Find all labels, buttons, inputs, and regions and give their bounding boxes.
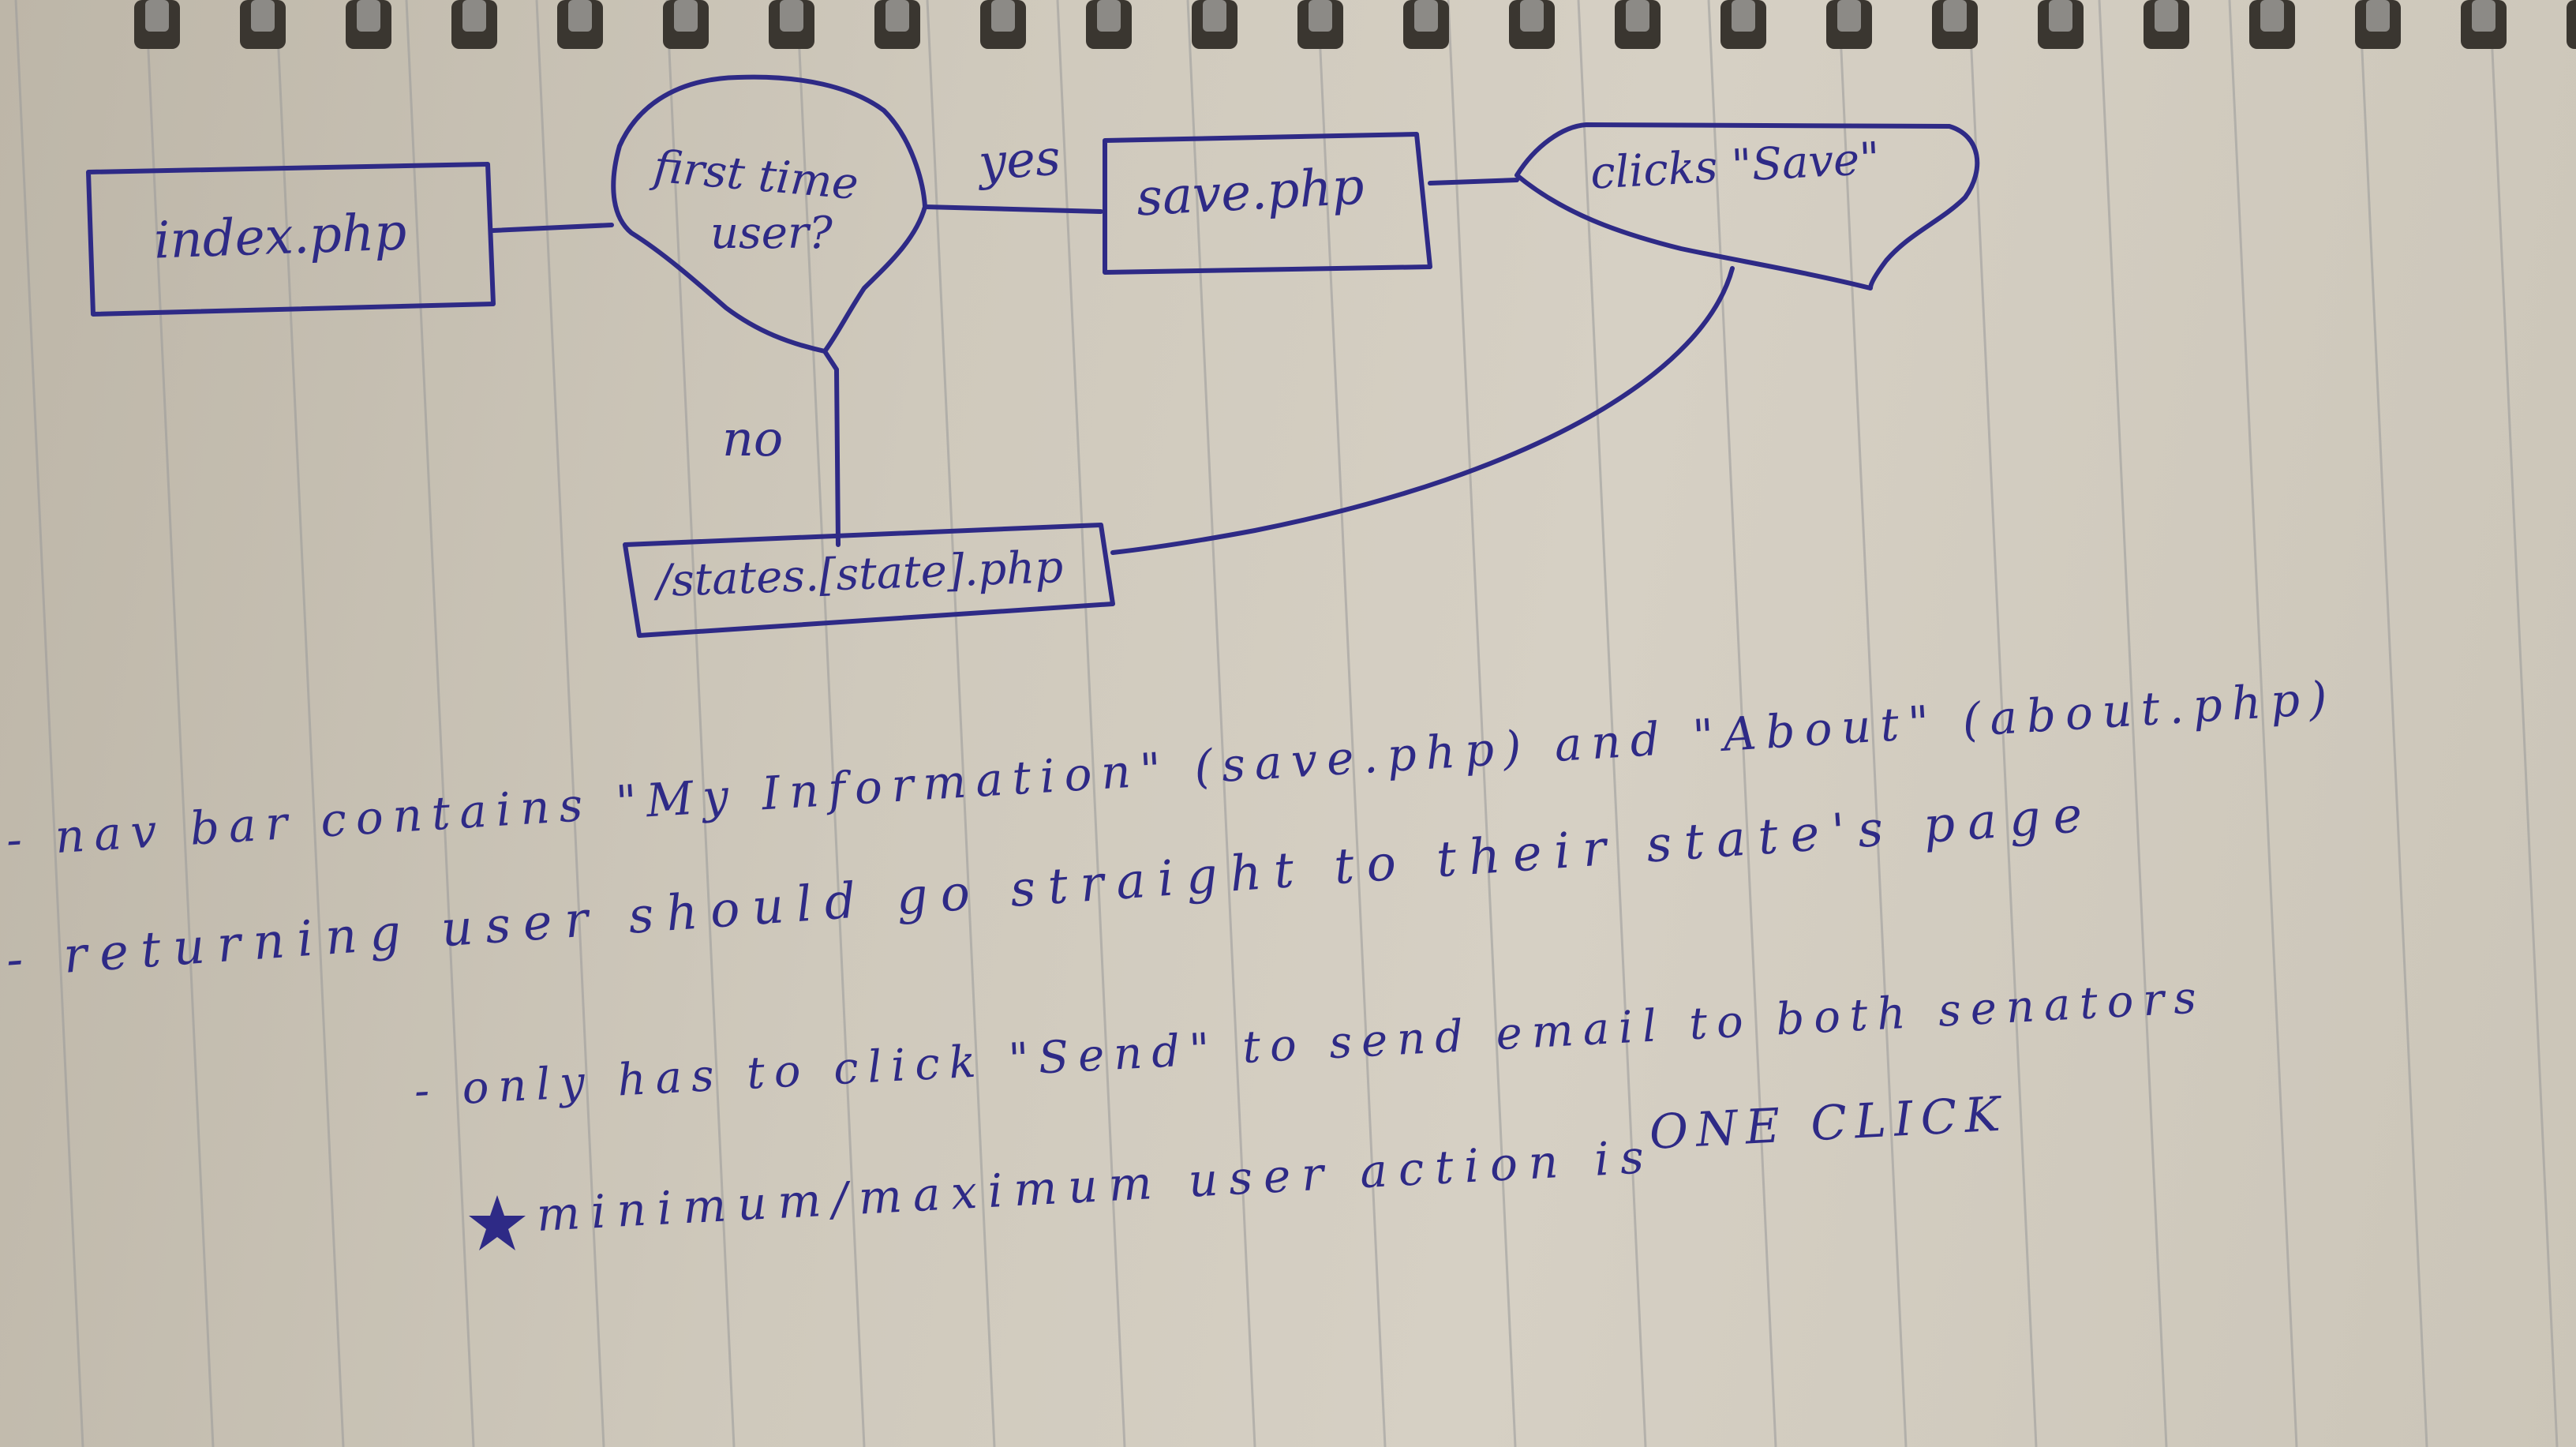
ruled-line	[796, 0, 866, 1447]
index-php-box	[86, 162, 496, 317]
ruled-line	[535, 0, 605, 1447]
ruled-line	[2488, 0, 2559, 1447]
ruled-line	[144, 0, 215, 1447]
spiral-wire	[2155, 0, 2178, 32]
spiral-wire	[2260, 0, 2284, 32]
ruled-line	[2228, 0, 2298, 1447]
ruled-line	[1837, 0, 1908, 1447]
ruled-line	[1316, 0, 1387, 1447]
ruled-line	[14, 0, 84, 1447]
spiral-binding	[134, 0, 2576, 49]
ruled-line	[926, 0, 996, 1447]
spiral-wire	[462, 0, 486, 32]
spiral-wire	[357, 0, 380, 32]
save-php-box	[1103, 132, 1432, 275]
connector-clicks-to-states	[1110, 266, 1735, 555]
spiral-wire	[2472, 0, 2496, 32]
ruled-line	[665, 0, 736, 1447]
clicks-save-shape	[1515, 122, 1980, 291]
ruled-line	[275, 0, 345, 1447]
spiral-wire	[2366, 0, 2390, 32]
first-time-user-label-line2: user?	[710, 208, 833, 259]
connector-save-to-clicks	[1428, 178, 1519, 186]
save-php-label: save.php	[1135, 157, 1366, 228]
states-php-box	[623, 523, 1115, 638]
spiral-wire	[780, 0, 803, 32]
spiral-hole	[2567, 0, 2576, 49]
spiral-wire	[145, 0, 169, 32]
index-php-label: index.php	[152, 203, 408, 271]
ruled-line	[1707, 0, 1777, 1447]
spiral-wire	[1520, 0, 1544, 32]
ruled-line	[2358, 0, 2428, 1447]
star-icon	[469, 1195, 526, 1250]
edge-label-yes: yes	[976, 128, 1062, 192]
spiral-wire	[1626, 0, 1649, 32]
first-time-user-decision	[611, 74, 927, 354]
spiral-wire	[1309, 0, 1332, 32]
spiral-wire	[2049, 0, 2072, 32]
spiral-wire	[1732, 0, 1755, 32]
ruled-line	[1056, 0, 1126, 1447]
spiral-wire	[251, 0, 275, 32]
ruled-line	[405, 0, 475, 1447]
spiral-wire	[568, 0, 592, 32]
connector-decision-to-save	[923, 204, 1103, 214]
spiral-wire	[886, 0, 909, 32]
spiral-wire	[674, 0, 698, 32]
edge-label-no: no	[722, 410, 784, 467]
spiral-wire	[991, 0, 1015, 32]
connector-decision-to-states	[822, 349, 841, 547]
ruled-line	[1447, 0, 1517, 1447]
spiral-wire	[1097, 0, 1121, 32]
ruled-line	[2098, 0, 2168, 1447]
ruled-line	[1577, 0, 1647, 1447]
spiral-wire	[1414, 0, 1438, 32]
spiral-wire	[1943, 0, 1967, 32]
ruled-line	[1186, 0, 1256, 1447]
connector-index-to-decision	[491, 223, 614, 233]
spiral-wire	[1203, 0, 1226, 32]
ruled-lines	[14, 0, 2559, 1447]
spiral-wire	[1837, 0, 1861, 32]
ruled-line	[1968, 0, 2038, 1447]
